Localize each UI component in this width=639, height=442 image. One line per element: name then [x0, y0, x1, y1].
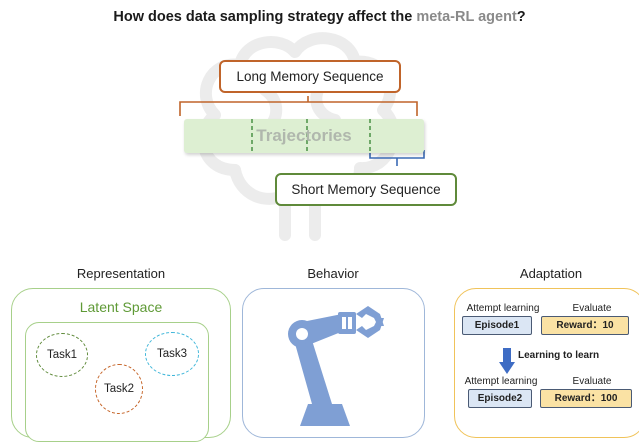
long-memory-bracket	[179, 101, 418, 116]
robot-arm-icon	[288, 306, 384, 426]
evaluate-label-2: Evaluate	[572, 376, 612, 387]
title-suffix: ?	[516, 9, 526, 25]
short-memory-sequence-box: Short Memory Sequence	[275, 173, 457, 206]
adaptation-heading: Adaptation	[519, 266, 583, 281]
attempt-learning-label-2: Attempt learning	[464, 376, 538, 387]
trajectory-dividers	[251, 119, 371, 153]
episode1-box: Episode1	[462, 316, 532, 335]
task3-ellipse: Task3	[145, 332, 199, 376]
behavior-heading: Behavior	[307, 266, 359, 281]
adaptation-panel	[454, 288, 639, 438]
task2-ellipse: Task2	[95, 364, 143, 414]
attempt-learning-label-1: Attempt learning	[466, 303, 540, 314]
down-arrow-icon	[499, 348, 515, 374]
latent-space-label: Latent Space	[79, 299, 163, 315]
task1-ellipse: Task1	[36, 333, 88, 377]
reward1-box: Reward：10	[541, 316, 629, 335]
sequence-brackets	[179, 96, 425, 166]
title-accent: meta-RL agent	[416, 9, 517, 25]
learning-to-learn-label: Learning to learn	[518, 350, 600, 361]
evaluate-label-1: Evaluate	[572, 303, 612, 314]
trajectories-label: Trajectories	[256, 126, 352, 145]
title-prefix: How does data sampling strategy affect t…	[113, 9, 417, 25]
trajectories-bar	[184, 119, 424, 153]
episode2-box: Episode2	[468, 389, 532, 408]
reward2-box: Reward：100	[540, 389, 632, 408]
representation-heading: Representation	[76, 266, 166, 281]
long-memory-sequence-box: Long Memory Sequence	[219, 60, 401, 93]
figure-title: How does data sampling strategy affect t…	[0, 9, 639, 25]
